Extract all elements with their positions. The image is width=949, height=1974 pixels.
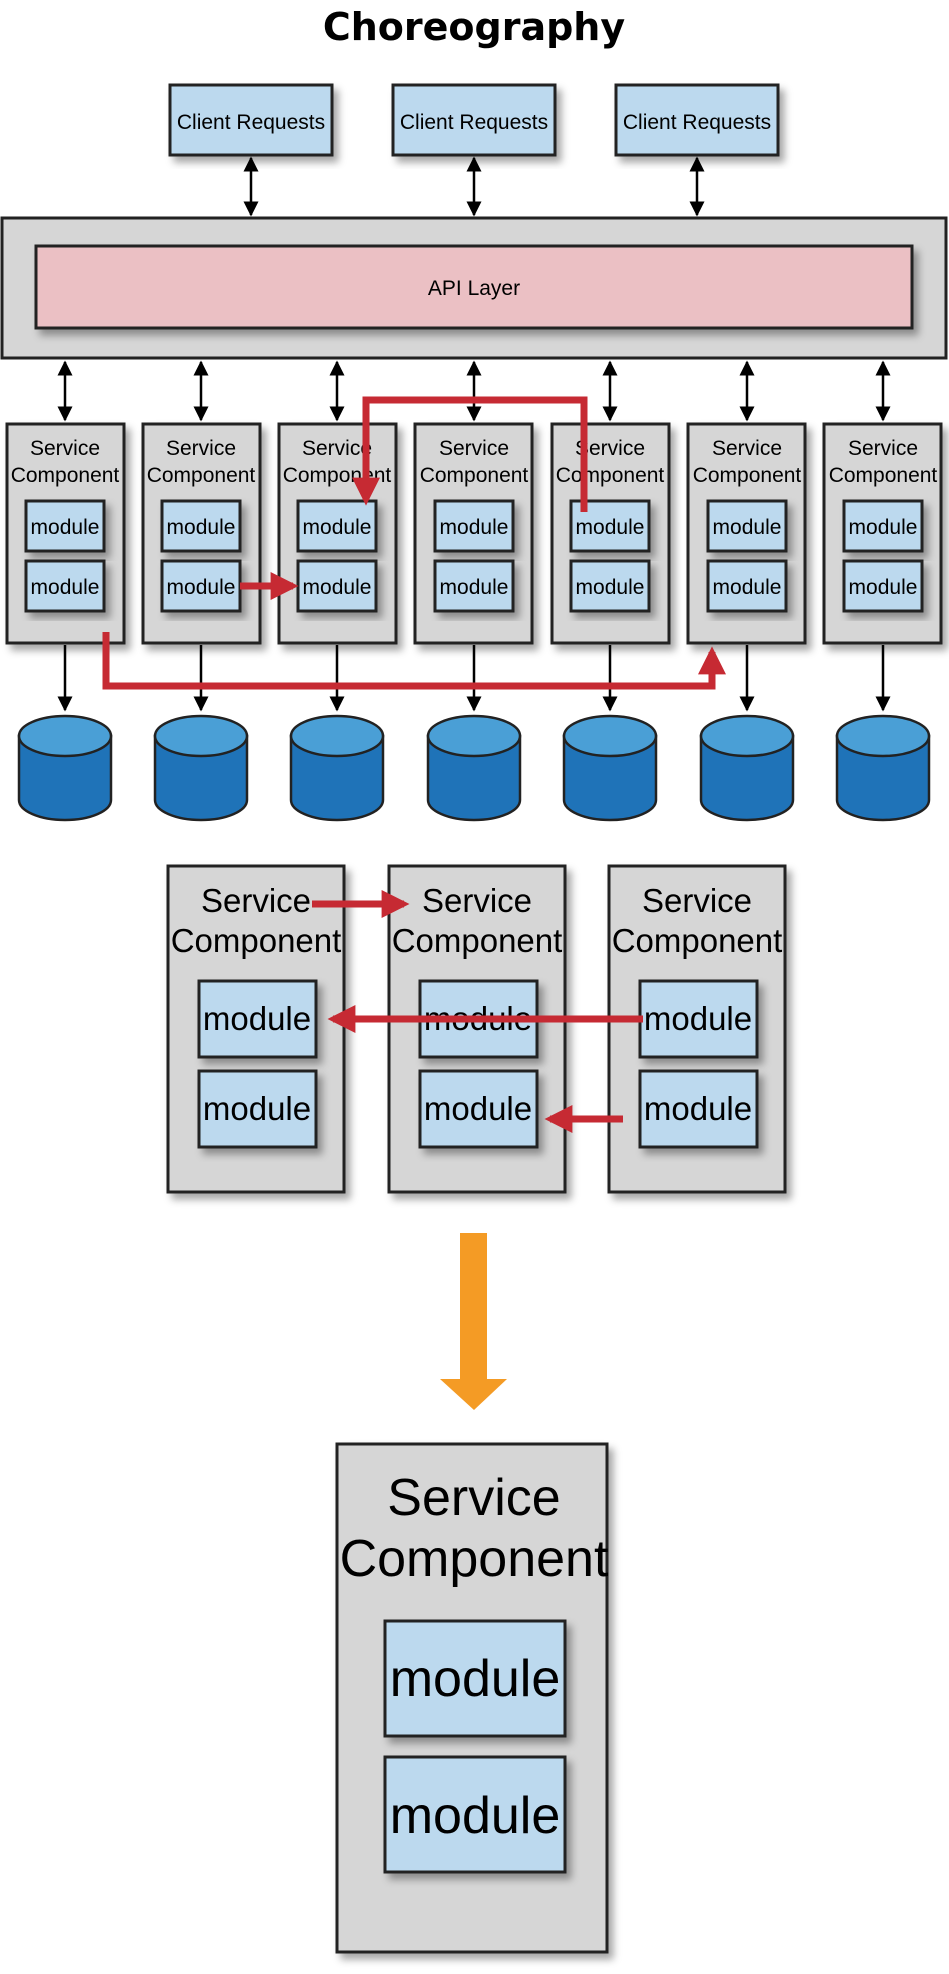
service-component-label-line2: Component <box>829 464 938 487</box>
service-component-label-line2: Component <box>340 1530 609 1588</box>
module-label: module <box>849 576 918 599</box>
database-icon <box>562 714 658 822</box>
service-component: Service Component module module <box>141 422 262 645</box>
service-component-label-line2: Component <box>171 922 342 959</box>
module-label: module <box>167 576 236 599</box>
consolidation-arrow <box>440 1233 507 1410</box>
module-label: module <box>303 576 372 599</box>
service-component-label-line1: Service <box>848 437 918 460</box>
coupling-arrow <box>102 632 726 690</box>
database-icon <box>153 714 249 822</box>
service-component-label-line1: Service <box>439 437 509 460</box>
service-components-row: Service Component module module Service … <box>5 422 943 645</box>
module-label: module <box>644 1090 752 1127</box>
service-component-label-line1: Service <box>387 1469 560 1527</box>
service-component-label-line2: Component <box>420 464 529 487</box>
service-component-label-line2: Component <box>693 464 802 487</box>
client-api-arrows <box>243 156 705 217</box>
service-component: Service Component module module <box>277 422 398 645</box>
module-label: module <box>440 576 509 599</box>
service-component: Service Component module module <box>686 422 807 645</box>
merged-service-component: Service Component module module <box>335 1442 609 1954</box>
client-request-label: Client Requests <box>400 111 548 134</box>
module-label: module <box>167 516 236 539</box>
client-request-label: Client Requests <box>623 111 771 134</box>
module-label: module <box>713 576 782 599</box>
module-label: module <box>390 1787 561 1845</box>
client-request-box: Client Requests <box>391 83 557 157</box>
module-label: module <box>31 576 100 599</box>
module-label: module <box>440 516 509 539</box>
service-component-label-line1: Service <box>30 437 100 460</box>
service-component: Service Component module module <box>387 864 567 1194</box>
client-request-box: Client Requests <box>614 83 780 157</box>
service-component-label-line2: Component <box>283 464 392 487</box>
module-label: module <box>203 1000 311 1037</box>
module-label: module <box>849 516 918 539</box>
api-service-arrows <box>57 360 891 422</box>
service-component: Service Component module module <box>413 422 534 645</box>
module-label: module <box>203 1090 311 1127</box>
databases-row <box>17 714 931 822</box>
module-label: module <box>576 516 645 539</box>
database-icon <box>835 714 931 822</box>
service-component: Service Component module module <box>822 422 943 645</box>
service-component-label-line1: Service <box>642 882 752 919</box>
service-component-label-line2: Component <box>11 464 120 487</box>
service-component-label-line1: Service <box>575 437 645 460</box>
service-component-label-line2: Component <box>392 922 563 959</box>
client-request-label: Client Requests <box>177 111 325 134</box>
middle-coupling-arrows <box>312 890 643 1133</box>
service-component: Service Component module module <box>166 864 346 1194</box>
service-component-label-line1: Service <box>302 437 372 460</box>
module-label: module <box>576 576 645 599</box>
middle-service-components: Service Component module module Service … <box>166 864 787 1194</box>
service-component-label-line2: Component <box>612 922 783 959</box>
service-component-label-line1: Service <box>201 882 311 919</box>
coupling-arrow <box>352 396 588 512</box>
database-icon <box>17 714 113 822</box>
database-icon <box>699 714 795 822</box>
service-component-label-line1: Service <box>422 882 532 919</box>
service-database-arrows <box>57 645 891 712</box>
service-component-label-line2: Component <box>147 464 256 487</box>
api-layer-label: API Layer <box>428 277 520 300</box>
module-label: module <box>390 1650 561 1708</box>
client-request-box: Client Requests <box>168 83 334 157</box>
database-icon <box>426 714 522 822</box>
module-label: module <box>303 516 372 539</box>
service-component-label-line2: Component <box>556 464 665 487</box>
service-component: Service Component module module <box>550 422 671 645</box>
database-icon <box>289 714 385 822</box>
client-requests-group: Client Requests Client Requests Client R… <box>168 83 780 157</box>
module-label: module <box>424 1090 532 1127</box>
module-label: module <box>644 1000 752 1037</box>
module-label: module <box>31 516 100 539</box>
module-label: module <box>713 516 782 539</box>
service-component: Service Component module module <box>5 422 126 645</box>
api-layer: API Layer <box>0 216 948 360</box>
top-coupling-arrows <box>102 396 726 690</box>
diagram-title: Choreography <box>323 5 626 49</box>
service-component-label-line1: Service <box>712 437 782 460</box>
service-component: Service Component module module <box>607 864 787 1194</box>
service-component-label-line1: Service <box>166 437 236 460</box>
